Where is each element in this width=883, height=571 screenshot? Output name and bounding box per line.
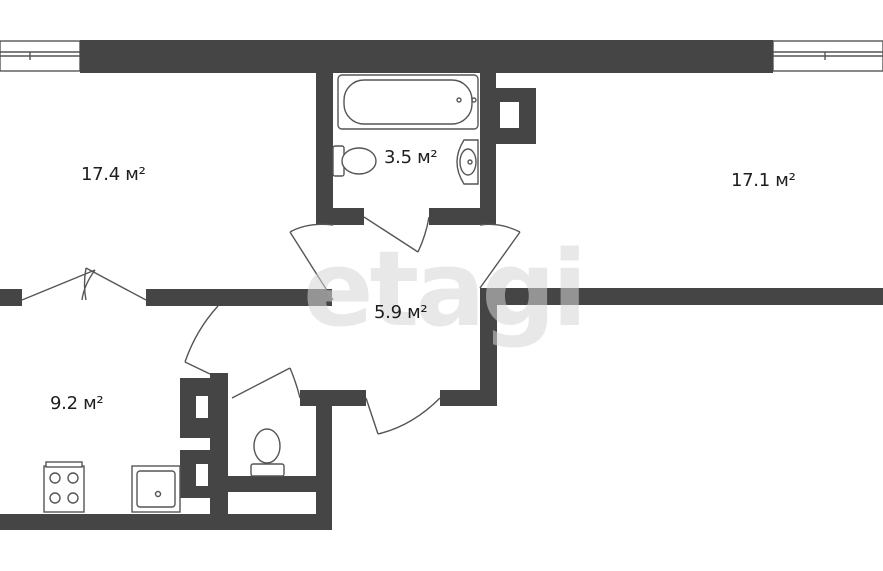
walls [0, 40, 883, 530]
door-left-room [289, 223, 334, 301]
wc-toilet-icon [250, 428, 285, 477]
door-wc [231, 367, 301, 399]
door-entrance [365, 397, 441, 435]
sink-icon [456, 139, 479, 185]
toilet-icon [332, 145, 377, 177]
window-left [0, 40, 81, 72]
window-right [772, 40, 883, 72]
stove-icon [43, 461, 85, 513]
door-hall-kitchen [184, 305, 219, 375]
room-area-living-left: 17.4 м² [81, 164, 146, 185]
door-right-room [479, 223, 521, 289]
bathtub-icon [337, 74, 479, 130]
room-area-hallway: 5.9 м² [374, 302, 428, 323]
watermark-logo: etagi [303, 228, 588, 350]
room-area-bathroom: 3.5 м² [384, 147, 438, 168]
door-kitchen [21, 267, 147, 301]
room-area-living-right: 17.1 м² [731, 170, 796, 191]
door-bathroom [363, 216, 430, 253]
room-area-kitchen: 9.2 м² [50, 393, 104, 414]
kitchen-sink-icon [131, 465, 181, 513]
